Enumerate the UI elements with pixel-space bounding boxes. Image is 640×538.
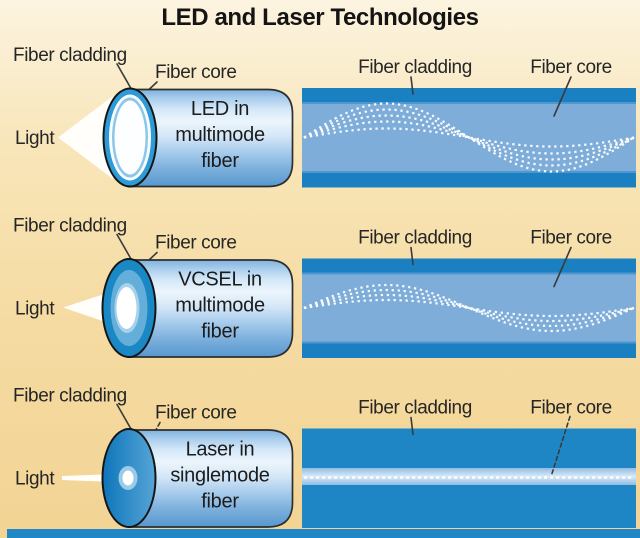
light-mode-wave (303, 127, 635, 148)
cylinder-caption-line2: singlemode (170, 465, 269, 487)
cylinder-cladding-label: Fiber cladding (13, 45, 127, 66)
cladding-leader-line (116, 403, 134, 434)
cross-section-laser (302, 428, 636, 528)
cylinder-caption-line1: Laser in (186, 439, 255, 461)
section-core-leader (553, 246, 572, 288)
multimode-light-paths (303, 102, 635, 173)
light-label: Light (15, 299, 55, 320)
cladding-leader-line (116, 233, 134, 264)
section-core-label: Fiber core (530, 398, 612, 419)
core-bottom-transition (302, 171, 636, 173)
light-mode-wave (303, 288, 635, 328)
cylinder-caption-line2: multimode (175, 295, 265, 317)
diagram-title: LED and Laser Technologies (161, 4, 478, 31)
section-cladding-leader (410, 246, 414, 266)
section-core-leader (553, 76, 572, 117)
row-laser-singlemode: Fiber cladding Fiber core Light Laser in… (13, 386, 636, 528)
fiber-end-face-vcsel (101, 258, 157, 358)
cylinder-caption-line3: fiber (201, 321, 239, 343)
light-label: Light (15, 469, 55, 490)
section-core-leader (551, 415, 571, 475)
section-cladding-leader (410, 416, 414, 436)
bottom-accent-bar (7, 529, 640, 538)
cladding-leader-line (116, 63, 134, 93)
section-core-label: Fiber core (530, 228, 612, 249)
fiber-end-face-led (102, 87, 158, 188)
cylinder-caption-line1: VCSEL in (178, 269, 262, 291)
face-light-spot (116, 287, 137, 329)
light-mode-wave (303, 102, 635, 173)
fiber-cylinder-body (129, 259, 294, 358)
cylinder-cladding-label: Fiber cladding (13, 386, 127, 407)
cross-section-led (302, 88, 636, 188)
section-cladding-label: Fiber cladding (358, 57, 472, 78)
fiber-cylinder-body (129, 88, 294, 188)
light-cone (58, 96, 113, 179)
section-cladding-label: Fiber cladding (358, 398, 472, 419)
fiber-end-face-laser (101, 428, 157, 528)
cylinder-core-label: Fiber core (155, 62, 237, 83)
light-mode-wave (303, 298, 635, 318)
cylinder-cladding-label: Fiber cladding (13, 216, 127, 237)
fiber-cylinder-body (129, 429, 294, 528)
cylinder-caption-line3: fiber (201, 491, 239, 513)
cylinder-caption-line2: multimode (175, 124, 265, 146)
section-core-label: Fiber core (530, 57, 612, 78)
cross-section-vcsel (302, 258, 636, 358)
cylinder-core-label: Fiber core (155, 233, 237, 254)
light-mode-wave (303, 293, 635, 323)
cylinder-caption-line3: fiber (201, 150, 239, 172)
core-top-transition (302, 272, 636, 275)
core-top-transition (302, 102, 636, 104)
section-cladding-leader (410, 76, 414, 95)
row-led-multimode: Fiber cladding Fiber core Light LED in m… (13, 45, 636, 188)
multimode-light-paths (303, 283, 635, 333)
light-label: Light (15, 128, 55, 149)
cylinder-core-label: Fiber core (155, 403, 237, 424)
section-cladding-label: Fiber cladding (358, 228, 472, 249)
row-vcsel-multimode: Fiber cladding Fiber core Light VCSEL in… (13, 216, 636, 358)
face-core-dot (122, 470, 134, 486)
core-bottom-transition (302, 341, 636, 344)
cylinder-caption-line1: LED in (191, 98, 249, 120)
face-core-spot (114, 100, 146, 175)
